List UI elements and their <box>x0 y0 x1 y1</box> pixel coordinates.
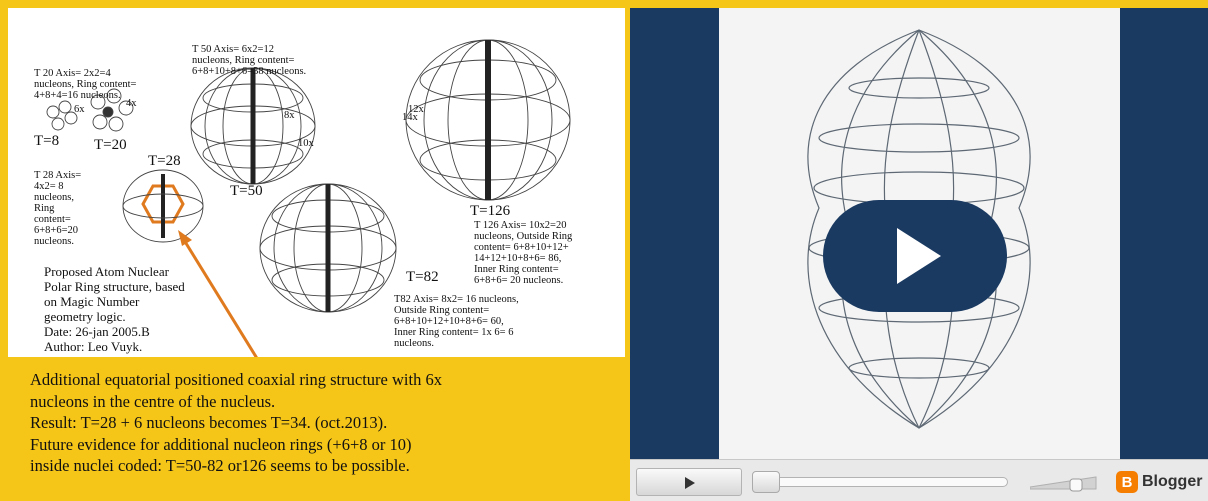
t20-structure <box>90 88 134 132</box>
t8-structure <box>46 100 78 131</box>
label-t28: T=28 <box>148 153 181 169</box>
blogger-label: Blogger <box>1142 473 1203 490</box>
blogger-logo[interactable]: B Blogger <box>1116 470 1202 494</box>
caption-line: Additional equatorial positioned coaxial… <box>30 370 442 389</box>
blogger-icon: B <box>1116 471 1138 493</box>
play-button[interactable] <box>636 468 742 496</box>
video-frame[interactable] <box>630 8 1208 459</box>
multiplier-label: 6x <box>74 104 85 115</box>
multiplier-label: 4x <box>126 98 137 109</box>
seek-handle[interactable] <box>752 471 780 493</box>
label-t50: T=50 <box>230 183 263 199</box>
label-t20: T=20 <box>94 137 127 153</box>
volume-slider[interactable] <box>1030 473 1100 493</box>
play-overlay[interactable] <box>823 200 1007 312</box>
caption-line: Result: T=28 + 6 nucleons becomes T=34. … <box>30 413 388 432</box>
letterbox-right <box>1120 8 1208 459</box>
multiplier-label: 10x <box>298 138 314 149</box>
letterbox-left <box>630 8 719 459</box>
caption-line: nucleons in the centre of the nucleus. <box>30 391 276 411</box>
t82-note: T82 Axis= 8x2= 16 nucleons,Outside Ring … <box>394 294 519 349</box>
seek-bar[interactable] <box>752 471 1008 493</box>
label-t82: T=82 <box>406 269 439 285</box>
multiplier-label: 12x <box>408 104 424 115</box>
caption-box: Additional equatorial positioned coaxial… <box>8 357 628 501</box>
caption-line: Future evidence for additional nucleon r… <box>30 434 412 454</box>
label-t8: T=8 <box>34 133 60 149</box>
t126-structure <box>405 39 571 201</box>
video-player: B Blogger <box>630 8 1208 501</box>
player-controls: B Blogger <box>630 459 1208 501</box>
multiplier-label: 14x <box>402 112 418 123</box>
play-icon <box>685 477 695 489</box>
nucleus-drawings <box>46 39 571 360</box>
t28-structure <box>122 169 204 243</box>
caption-line: inside nuclei coded: T=50-82 or126 seems… <box>30 456 410 475</box>
t50-structure <box>190 67 316 185</box>
wireframe-thumbnail <box>807 29 1031 429</box>
multiplier-label: 8x <box>284 110 295 121</box>
t82-structure <box>259 183 397 313</box>
highlight-arrow <box>178 230 260 360</box>
label-t126: T=126 <box>470 203 511 219</box>
